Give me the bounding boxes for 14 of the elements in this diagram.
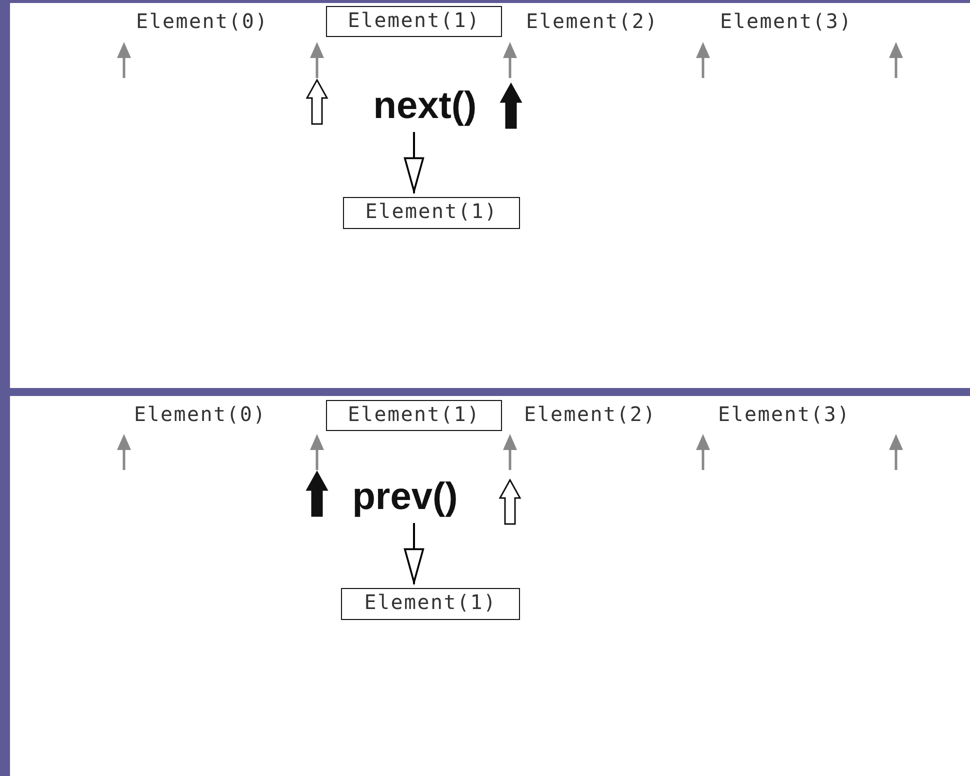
element-label: Element(3) xyxy=(718,401,850,427)
element-box: Element(1) xyxy=(341,588,520,620)
element-label: Element(0) xyxy=(136,8,268,34)
element-box: Element(1) xyxy=(326,400,502,431)
element-box: Element(1) xyxy=(343,197,520,229)
arrow xyxy=(404,132,424,193)
arrow xyxy=(404,523,424,584)
method-call-label: prev() xyxy=(345,477,465,519)
element-box: Element(1) xyxy=(326,6,502,37)
element-label: Element(0) xyxy=(134,401,266,427)
element-label: Element(3) xyxy=(720,8,852,34)
method-call-label: next() xyxy=(360,86,490,128)
element-label: Element(2) xyxy=(526,8,658,34)
element-label: Element(2) xyxy=(524,401,656,427)
